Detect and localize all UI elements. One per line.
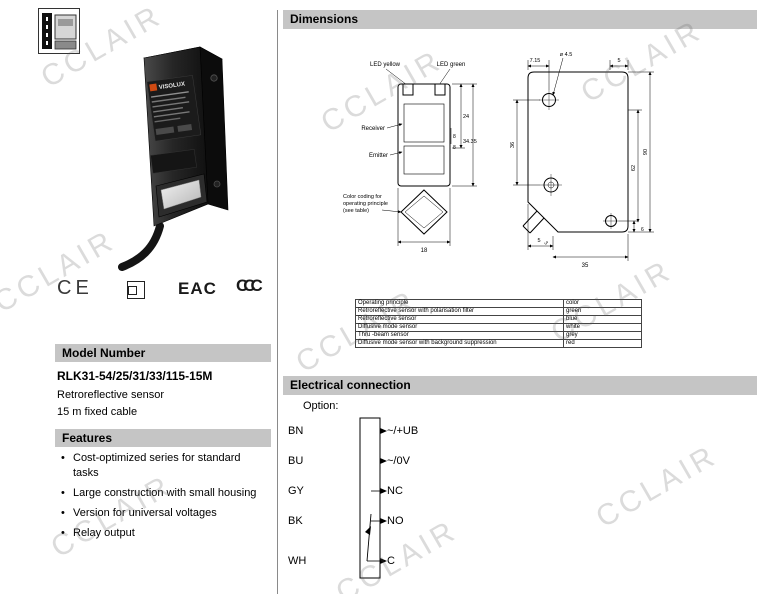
table-cell: grey — [563, 331, 642, 340]
dim-34-35: 34.35 — [463, 139, 477, 145]
features-header: Features — [55, 429, 271, 447]
dimensions-header: Dimensions — [283, 10, 757, 29]
relay-contact-symbol — [365, 490, 380, 562]
front-view-drawing: LED yellow LED green Receiver Emitter 24… — [343, 62, 477, 254]
dim-7-15: 7.15 — [530, 58, 541, 64]
dim-hole: ø 4.5 — [560, 52, 573, 58]
terminal-label-nc: NC — [387, 485, 403, 497]
table-row: Retroreflective sensor blue — [355, 315, 642, 324]
product-label: VISOLUX — [146, 75, 202, 142]
dim-5-top: 5 — [617, 58, 620, 64]
feature-item: Version for universal voltages — [58, 506, 263, 521]
model-cable: 15 m fixed cable — [57, 406, 138, 418]
terminal-label-ub: ~/+UB — [387, 425, 419, 437]
watermark: CCLAIR — [0, 223, 122, 320]
feature-item: Large construction with small housing — [58, 486, 263, 501]
led-yellow-label: LED yellow — [370, 62, 401, 68]
mounting-hole — [213, 180, 221, 188]
table-cell: Diffusive mode sensor with background su… — [355, 339, 564, 348]
product-cable — [118, 222, 164, 271]
eac-mark: EAC — [178, 279, 217, 298]
receiver-label: Receiver — [361, 126, 385, 132]
table-cell: Thru -beam sensor — [355, 331, 564, 340]
color-coding-note-1: Color coding for — [343, 194, 382, 200]
dim-24: 24 — [463, 114, 469, 120]
emitter-label: Emitter — [369, 153, 388, 159]
table-cell: red — [563, 339, 642, 348]
table-row: Thru -beam sensor grey — [355, 331, 642, 340]
ce-mark: CE — [57, 277, 93, 299]
table-cell: green — [563, 307, 642, 316]
sensor-pictogram-icon — [38, 8, 80, 54]
model-description: Retroreflective sensor — [57, 389, 164, 401]
model-number: RLK31-54/25/31/33/115-15M — [57, 369, 213, 383]
table-row: Operating principle color — [355, 299, 642, 308]
model-number-header: Model Number — [55, 344, 271, 362]
dim-8-lower: 8 — [453, 145, 456, 151]
feature-item: Cost-optimized series for standard tasks — [58, 451, 263, 481]
color-coding-note-2: operating principle — [343, 201, 388, 207]
feature-item: Relay output — [58, 526, 263, 541]
dimension-drawing: LED yellow LED green Receiver Emitter 24… — [343, 52, 654, 269]
product-photo: VISOLUX — [118, 46, 229, 271]
table-row: Diffusive mode sensor white — [355, 323, 642, 332]
dim-90: 90 — [643, 149, 649, 155]
product-brand: VISOLUX — [159, 82, 186, 92]
dim-18: 18 — [421, 248, 428, 254]
terminal-label-0v: ~/0V — [387, 455, 410, 467]
wire-label-bu: BU — [288, 455, 304, 467]
side-view-drawing: 7.15 ø 4.5 5 36 90 62 6 — [510, 52, 654, 269]
table-header-color: color — [563, 299, 642, 308]
dim-36: 36 — [510, 142, 516, 148]
features-list: Cost-optimized series for standard tasks… — [58, 451, 263, 546]
mounting-hole — [210, 74, 218, 82]
wire-label-wh: WH — [288, 555, 307, 567]
wire-label-gy: GY — [288, 485, 304, 497]
dim-3: 3 — [543, 240, 549, 246]
table-cell: blue — [563, 315, 642, 324]
table-header-principle: Operating principle — [355, 299, 564, 308]
dim-5-bottom: 5 — [537, 238, 540, 244]
protection-class-icon — [127, 281, 145, 299]
color-coding-note-3: (see table) — [343, 208, 369, 214]
table-cell: Retroreflective sensor with polarisation… — [355, 307, 564, 316]
dim-35: 35 — [582, 263, 589, 269]
terminal-label-c: C — [387, 555, 395, 567]
led-green-label: LED green — [437, 62, 466, 68]
wire-label-bn: BN — [288, 425, 304, 437]
terminal-label-no: NO — [387, 515, 404, 527]
dim-8-upper: 8 — [453, 134, 456, 140]
ccc-mark: CCC — [236, 276, 263, 295]
wiring-diagram — [359, 417, 387, 579]
color-coding-table: Operating principle color Retroreflectiv… — [355, 299, 642, 348]
table-row: Diffusive mode sensor with background su… — [355, 339, 642, 348]
watermark: CCLAIR — [590, 438, 724, 535]
column-divider — [277, 10, 278, 594]
table-row: Retroreflective sensor with polarisation… — [355, 307, 642, 316]
protection-class-inner — [128, 286, 137, 295]
option-label: Option: — [303, 400, 339, 412]
wire-label-bk: BK — [288, 515, 303, 527]
dim-6: 6 — [641, 227, 644, 233]
sensor-lens — [160, 179, 202, 210]
table-cell: white — [563, 323, 642, 332]
table-cell: Retroreflective sensor — [355, 315, 564, 324]
electrical-header: Electrical connection — [283, 376, 757, 395]
dim-62: 62 — [631, 165, 637, 171]
table-cell: Diffusive mode sensor — [355, 323, 564, 332]
